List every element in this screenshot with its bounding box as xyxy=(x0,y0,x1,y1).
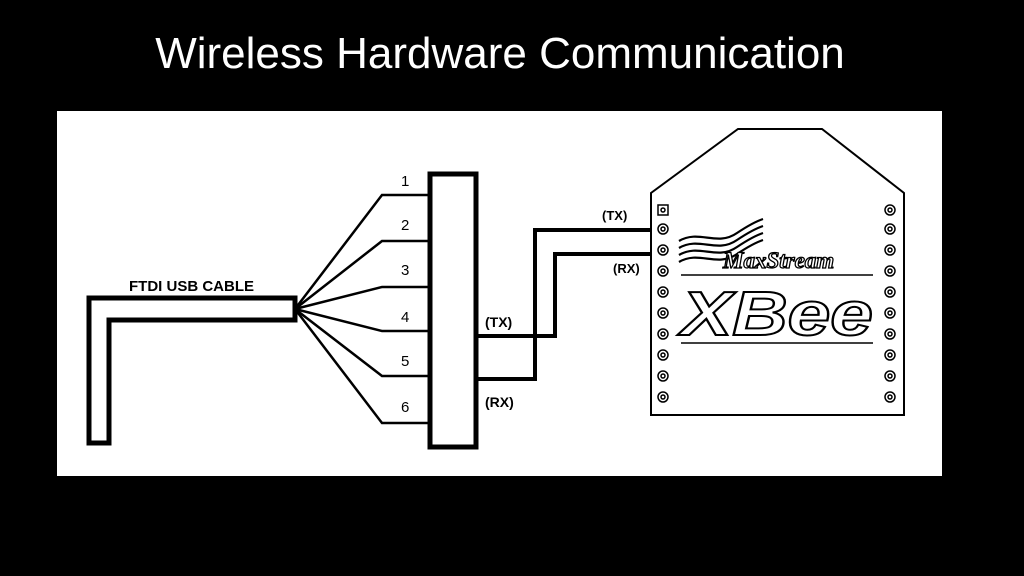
module-tx-label: (TX) xyxy=(602,208,627,223)
maxstream-wordmark: MaxStream xyxy=(722,248,834,273)
module-rx-label: (RX) xyxy=(613,261,640,276)
tx-wire xyxy=(476,252,657,338)
maxstream-wave-logo xyxy=(678,217,764,263)
rx-wire xyxy=(476,228,657,381)
cable-fanout-wires xyxy=(294,193,429,425)
pin-number-5: 5 xyxy=(401,353,409,370)
wiring-diagram-svg: FTDI USB CABLE 1 2 3 4 5 6 (TX) (RX) (TX… xyxy=(86,128,905,450)
pin-number-4: 4 xyxy=(401,309,409,326)
slide-title: Wireless Hardware Communication xyxy=(155,29,845,78)
wiring-diagram: FTDI USB CABLE 1 2 3 4 5 6 (TX) (RX) (TX… xyxy=(57,111,942,476)
pin-number-2: 2 xyxy=(401,217,409,234)
pin-number-3: 3 xyxy=(401,262,409,279)
pin-number-6: 6 xyxy=(401,399,409,416)
connector-tx-label: (TX) xyxy=(485,314,512,330)
xbee-left-pins xyxy=(657,204,669,403)
xbee-wordmark: XBee xyxy=(677,280,873,349)
ftdi-cable-label: FTDI USB CABLE xyxy=(129,278,254,295)
ftdi-usb-cable xyxy=(86,295,298,446)
six-pin-connector xyxy=(427,171,479,450)
xbee-right-pins xyxy=(884,204,896,403)
pin-number-1: 1 xyxy=(401,173,409,190)
tx-rx-wires xyxy=(476,228,657,381)
connector-rx-label: (RX) xyxy=(485,394,514,410)
